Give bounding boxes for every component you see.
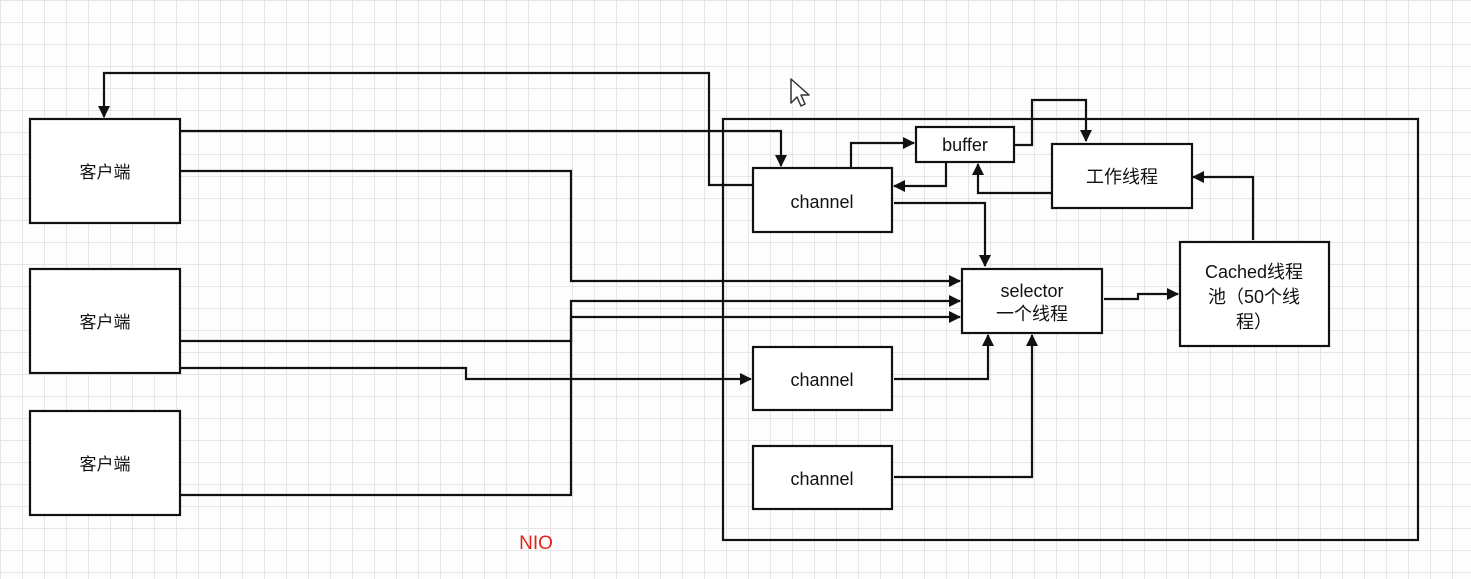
worker-thread-label: 工作线程: [1086, 167, 1158, 187]
client-2-box: [28, 267, 182, 375]
channel-2: channel: [751, 345, 894, 412]
channel-2-box: [751, 345, 894, 412]
client-3-box: [28, 409, 182, 517]
server-container: [721, 117, 1420, 542]
channel-3: channel: [751, 444, 894, 511]
buffer-box: [914, 125, 1016, 164]
mouse-cursor-icon: [790, 78, 810, 107]
client-2-label: 客户端: [80, 313, 131, 332]
thread-pool-label-line2: 池（50个线: [1208, 287, 1300, 307]
arrow-channel1-to-buffer: [849, 137, 915, 167]
thread-pool-label-line1: Cached线程: [1205, 262, 1303, 282]
buffer-label: buffer: [942, 135, 988, 155]
selector-node: selector 一个线程: [960, 267, 1104, 335]
arrow-buffer-to-worker: [1015, 98, 1092, 147]
connections: [98, 71, 1255, 497]
selector-box: [960, 267, 1104, 335]
arrow-buffer-to-channel1: [893, 162, 948, 192]
worker-thread-box: [1050, 142, 1194, 210]
worker-thread-node: 工作线程: [1050, 142, 1194, 210]
client-1: 客户端: [28, 117, 182, 225]
client-3-label: 客户端: [80, 455, 131, 474]
arrow-client1-to-channel1: [180, 129, 787, 167]
arrow-client1-to-selector: [180, 169, 961, 287]
channel-1-label: channel: [790, 192, 853, 212]
arrow-client3-to-selector: [180, 311, 961, 497]
arrow-selector-to-pool: [1104, 288, 1179, 301]
selector-label-line2: 一个线程: [996, 304, 1068, 324]
channel-1: channel: [751, 166, 894, 234]
arrow-channel2-to-selector: [894, 334, 994, 381]
arrow-pool-to-worker: [1192, 171, 1255, 240]
buffer-node: buffer: [914, 125, 1016, 164]
thread-pool-box: [1178, 240, 1331, 348]
arrow-channel1-to-selector: [894, 201, 991, 267]
thread-pool-label-line3: 程）: [1236, 312, 1272, 332]
arrow-worker-to-buffer: [972, 163, 1052, 195]
client-3: 客户端: [28, 409, 182, 517]
channel-3-box: [751, 444, 894, 511]
client-1-box: [28, 117, 182, 225]
thread-pool-node: Cached线程 池（50个线 程）: [1178, 240, 1331, 348]
client-2: 客户端: [28, 267, 182, 375]
channel-1-box: [751, 166, 894, 234]
selector-label-line1: selector: [1000, 281, 1063, 301]
arrow-channel3-to-selector: [894, 334, 1038, 479]
channel-2-label: channel: [790, 370, 853, 390]
arrow-channel1-to-client1: [98, 71, 753, 187]
client-1-label: 客户端: [80, 163, 131, 182]
arrow-client2-to-channel2: [180, 366, 752, 385]
channel-3-label: channel: [790, 469, 853, 489]
nio-caption: NIO: [519, 533, 553, 554]
